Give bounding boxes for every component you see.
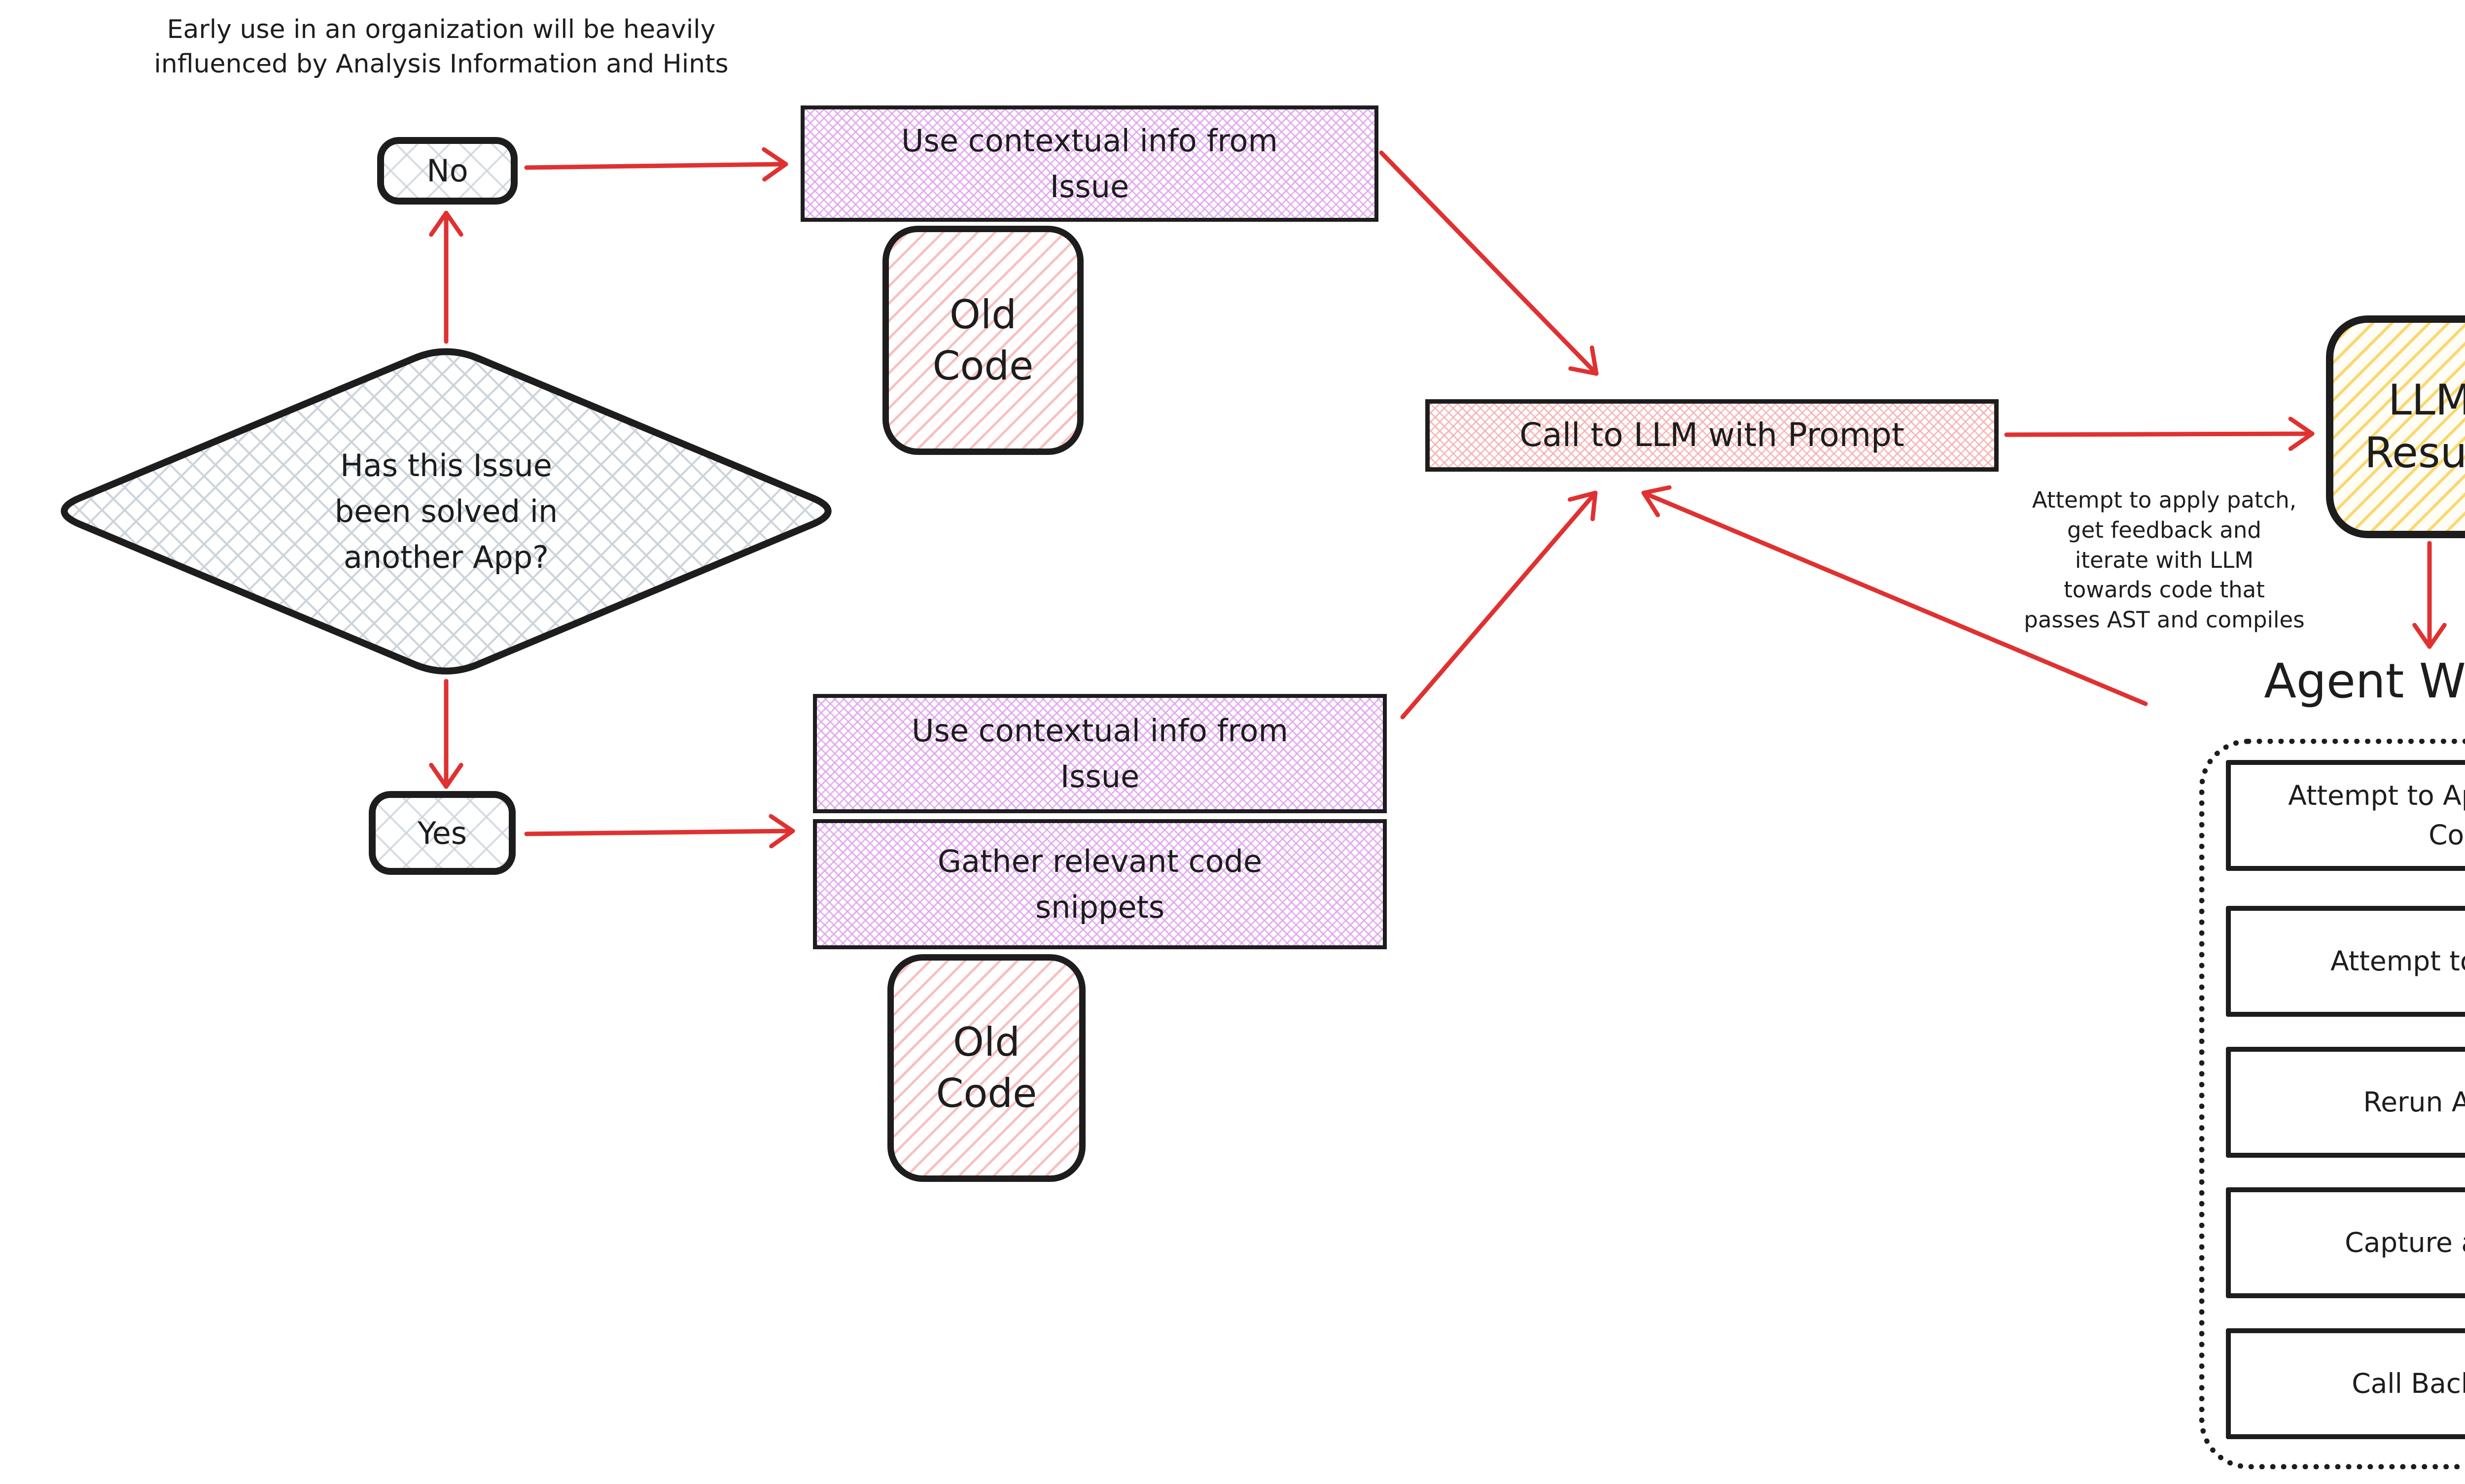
workflow-step-compile: Attempt to Compile	[2226, 906, 2465, 1017]
yes-path-gather-snippets-node: Gather relevant code snippets	[813, 819, 1387, 949]
yes-path-old-code-node: Old Code	[887, 954, 1086, 1182]
branch-no-node: No	[377, 137, 518, 205]
agent-workflow-title: Agent Workflow	[2264, 654, 2465, 709]
no-path-old-code-node: Old Code	[882, 226, 1084, 455]
workflow-step-call-back: Call Back to LLM	[2226, 1328, 2465, 1439]
note-early-use: Early use in an organization will be hea…	[154, 15, 729, 79]
branch-yes-node: Yes	[369, 791, 516, 875]
agent-workflow-container	[2199, 739, 2465, 1469]
llm-result-node: LLM Result	[2326, 315, 2465, 538]
workflow-step-apply-patch: Attempt to Apply Patch to Code	[2226, 760, 2465, 871]
note-iterate-with-llm: Attempt to apply patch, get feedback and…	[2024, 487, 2305, 633]
arrow-no-to-contextual	[524, 147, 788, 182]
arrow-llm-call-to-result	[2004, 416, 2315, 451]
decision-diamond-label: Has this Issue been solved in another Ap…	[334, 448, 558, 575]
arrow-yes-to-contextual	[524, 814, 795, 849]
no-path-use-contextual-node: Use contextual info from Issue	[801, 105, 1378, 222]
arrow-contextual-bottom-to-llm-call	[1400, 490, 1598, 720]
llm-call-node: Call to LLM with Prompt	[1425, 399, 1999, 472]
arrow-contextual-top-to-llm-call	[1379, 150, 1599, 376]
workflow-step-capture-errors: Capture all Errors	[2226, 1187, 2465, 1298]
yes-path-use-contextual-node: Use contextual info from Issue	[813, 694, 1387, 813]
decision-diamond-shape	[61, 348, 832, 675]
arrow-agent-workflow-to-llm-call	[1641, 485, 2148, 706]
workflow-step-rerun-analysis: Rerun Analysis	[2226, 1047, 2465, 1158]
